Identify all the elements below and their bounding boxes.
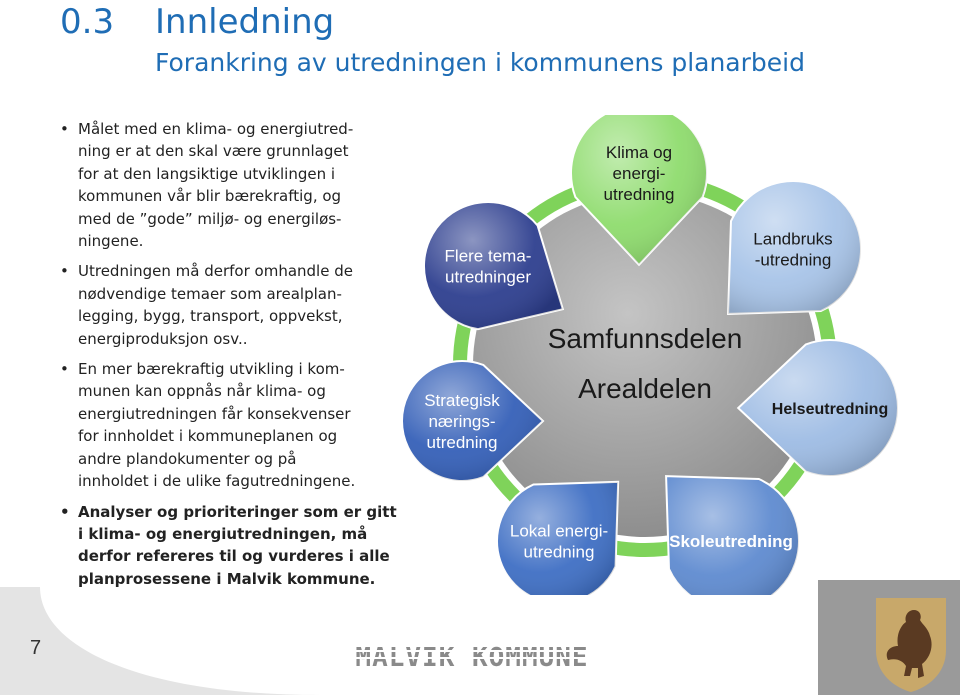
drop-flere-temautredninger: Flere tema-utredninger	[423, 201, 565, 331]
bullet-item: Utredningen må derfor omhandle de nødvend…	[58, 260, 398, 350]
drop-label: Landbruks	[753, 230, 832, 249]
drop-highlight	[424, 201, 563, 330]
bullet-line: planprosessene i Malvik kommune.	[78, 569, 376, 588]
bullet-line: ning er at den skal være grunnlaget	[78, 142, 349, 161]
drop-label: Strategisk	[424, 391, 500, 410]
drop-label: Lokal energi-	[510, 522, 608, 541]
grouse-icon	[886, 610, 932, 678]
drop-highlight	[728, 181, 861, 314]
bullet-line: andre plandokumenter og på	[78, 449, 297, 468]
bullet-line: ningene.	[78, 232, 144, 251]
section-number: 0.3	[60, 2, 115, 42]
planning-diagram: Samfunnsdelen Arealdelen Klima og energi-…	[401, 115, 899, 595]
bullet-line: innholdet i de ulike fagutredningene.	[78, 472, 356, 491]
bullet-line: for innholdet i kommuneplanen og	[78, 427, 338, 446]
drop-label: Flere tema-	[445, 247, 532, 266]
bullet-line: En mer bærekraftig utvikling i kom-	[78, 360, 345, 379]
page-number: 7	[30, 637, 42, 659]
bullet-line: nødvendige temaer som arealplan-	[78, 284, 342, 303]
drop-label: Helseutredning	[772, 401, 888, 418]
drop-label: utredning	[604, 185, 675, 204]
bullet-line: Analyser og prioriteringer som er gitt	[78, 502, 397, 521]
drop-lokal-energiutredning: Lokal energi-utredning	[496, 480, 620, 595]
bullet-item: En mer bærekraftig utvikling i kom-munen…	[58, 358, 398, 492]
footer-swoosh	[0, 587, 320, 695]
drop-landbruksutredning: Landbruks -utredning	[727, 180, 862, 315]
municipality-crest	[818, 580, 960, 695]
slide-subtitle: Forankring av utredningen i kommunens pl…	[155, 48, 805, 77]
drop-highlight	[738, 340, 898, 476]
drop-label: utredning	[427, 433, 498, 452]
bullet-line: derfor refereres til og vurderes i alle	[78, 547, 390, 566]
drop-helseutredning: Helseutredning	[736, 339, 899, 477]
bullet-line: for at den langsiktige utviklingen i	[78, 164, 336, 183]
bullet-item: Målet med en klima- og energiutred-ning …	[58, 118, 398, 252]
drop-skoleutredning: Skoleutredning	[665, 475, 800, 595]
drop-highlight	[402, 361, 543, 481]
drop-highlight	[666, 476, 799, 595]
bullet-item: Analyser og prioriteringer som er gitt i …	[58, 501, 398, 591]
malvik-logo: MALVIK KOMMUNE	[336, 642, 608, 672]
drop-label: utredninger	[445, 268, 531, 287]
center-label-samfunnsdelen: Samfunnsdelen	[548, 323, 743, 354]
drop-label: energi-	[613, 164, 666, 183]
drop-label: Klima og	[606, 143, 672, 162]
slide-title-row: 0.3 Innledning	[60, 2, 334, 42]
slide-title: Innledning	[155, 2, 335, 42]
bullet-line: munen kan oppnås når klima- og	[78, 382, 326, 401]
drop-highlight	[571, 115, 707, 265]
bullet-line: legging, bygg, transport, oppvekst,	[78, 307, 343, 326]
drop-label: -utredning	[755, 251, 832, 270]
bullet-line: Utredningen må derfor omhandle de	[78, 262, 353, 281]
footer-shape	[0, 587, 320, 695]
drop-klima-energiutredning: Klima og energi-utredning	[570, 115, 708, 267]
bullet-line: energiutredningen får konsekvenser	[78, 404, 351, 423]
drop-label: nærings-	[428, 412, 495, 431]
bullet-line: i klima- og energiutredningen, må	[78, 524, 368, 543]
bullet-line: energiproduksjon osv..	[78, 329, 248, 348]
drop-label: Skoleutredning	[669, 532, 793, 551]
bullet-line: kommunen vår blir bærekraftig, og	[78, 187, 342, 206]
bullet-list: Målet med en klima- og energiutred-ning …	[58, 118, 398, 598]
drop-highlight	[497, 481, 619, 595]
drop-strategisk-naeringsutredning: Strategisk nærings-utredning	[401, 360, 545, 482]
center-label-arealdelen: Arealdelen	[578, 373, 712, 404]
bullet-line: med de ”gode” miljø- og energiløs-	[78, 209, 342, 228]
bullet-line: Målet med en klima- og energiutred-	[78, 120, 354, 138]
drop-label: utredning	[524, 543, 595, 562]
